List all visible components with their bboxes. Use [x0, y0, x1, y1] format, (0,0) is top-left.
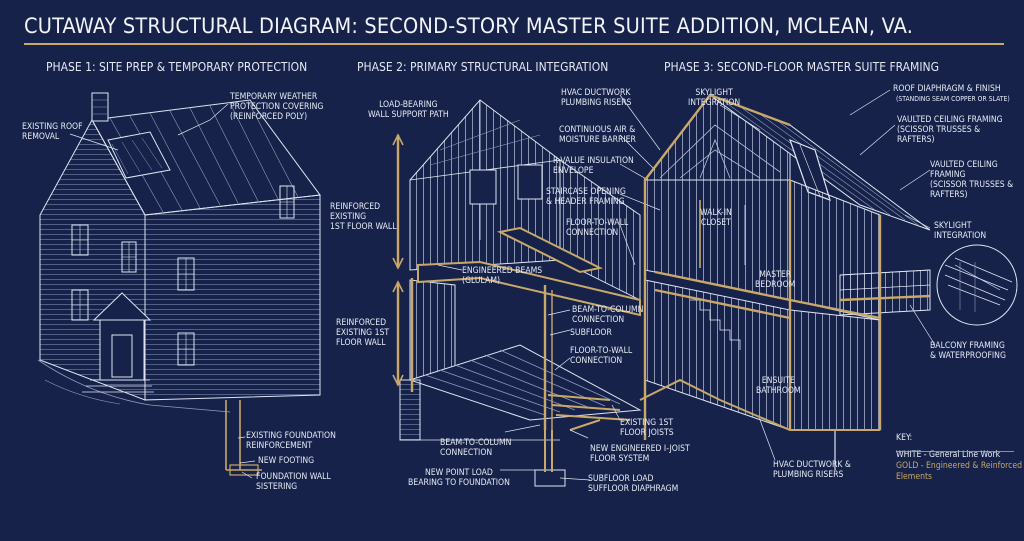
- label-insulation-envelope: R-VALUE INSULATION ENVELOPE: [553, 156, 634, 176]
- phase1-leaders: [69, 103, 256, 479]
- label-engineered-beams: ENGINEERED BEAMS (GLULAM): [462, 266, 543, 286]
- legend-white-entry: WHITE - General Line Work: [896, 450, 1001, 460]
- phase3-gold: [639, 93, 931, 440]
- phase3-leaders: [719, 89, 1001, 461]
- phase1-house: [37, 92, 321, 476]
- label-beam-to-column-upper: BEAM-TO-COLUMN CONNECTION: [572, 305, 644, 325]
- legend-divider: [896, 451, 1014, 452]
- label-walk-in-closet: WALK-IN CLOSET: [700, 208, 732, 228]
- label-ensuite-bathroom: ENSUITE BATHROOM: [756, 376, 801, 396]
- label-reinforced-existing-wall-upper: REINFORCED EXISTING 1ST FLOOR WALL: [330, 202, 397, 232]
- title-underline: [24, 43, 1004, 45]
- label-skylight-integration-top: SKYLIGHT INTEGRATION: [688, 88, 741, 108]
- label-hvac-plumbing-top: HVAC DUCTWORK PLUMBING RISERS: [561, 88, 632, 108]
- label-beam-to-column-lower: BEAM-TO-COLUMN CONNECTION: [440, 438, 512, 458]
- label-skylight-integration-side: SKYLIGHT INTEGRATION: [934, 221, 987, 241]
- label-existing-foundation-reinforcement: EXISTING FOUNDATION REINFORCEMENT: [246, 431, 336, 451]
- label-new-footing: NEW FOOTING: [258, 456, 315, 466]
- label-new-i-joist-system: NEW ENGINEERED I-JOIST FLOOR SYSTEM: [590, 444, 690, 464]
- label-foundation-wall-sistering: FOUNDATION WALL SISTERING: [256, 472, 331, 492]
- page-title: CUTAWAY STRUCTURAL DIAGRAM: SECOND-STORY…: [24, 14, 914, 39]
- label-reinforced-existing-wall-lower: REINFORCED EXISTING 1ST FLOOR WALL: [336, 318, 390, 348]
- label-floor-to-wall-upper: FLOOR-TO-WALL CONNECTION: [566, 218, 629, 238]
- label-vaulted-ceiling-framing-2: VAULTED CEILING FRAMING (SCISSOR TRUSSES…: [930, 160, 1014, 200]
- label-load-bearing-wall-support-path: LOAD-BEARING WALL SUPPORT PATH: [368, 100, 449, 120]
- label-air-moisture-barrier: CONTINUOUS AIR & MOISTURE BARRIER: [559, 125, 636, 145]
- label-existing-roof-removal: EXISTING ROOF REMOVAL: [22, 122, 83, 142]
- phase-1-heading: PHASE 1: SITE PREP & TEMPORARY PROTECTIO…: [46, 60, 308, 74]
- label-temporary-weather-protection: TEMPORARY WEATHER PROTECTION COVERING (R…: [230, 92, 324, 122]
- legend-gold-entry: GOLD - Engineered & Reinforced Elements: [896, 461, 1023, 482]
- legend-key: KEY: WHITE - General Line Work GOLD - En…: [896, 433, 1022, 483]
- label-floor-to-wall-lower: FLOOR-TO-WALL CONNECTION: [570, 346, 633, 366]
- label-subfloor-diaphragm: SUBFLOOR LOAD SUFFLOOR DIAPHRAGM: [588, 474, 679, 494]
- phase3-house: [643, 94, 1018, 470]
- label-vaulted-ceiling-framing-1: VAULTED CEILING FRAMING (SCISSOR TRUSSES…: [897, 115, 1003, 145]
- label-subfloor: SUBFLOOR: [570, 328, 612, 338]
- label-existing-floor-joists: EXISTING 1ST FLOOR JOISTS: [620, 418, 674, 438]
- phase-3-heading: PHASE 3: SECOND-FLOOR MASTER SUITE FRAMI…: [664, 60, 939, 74]
- label-staircase-header: STAIRCASE OPENING & HEADER FRAMING: [546, 187, 626, 207]
- phase2-gold: [392, 133, 641, 472]
- label-roof-diaphragm: ROOF DIAPHRAGM & FINISH: [893, 84, 1001, 94]
- label-balcony-framing: BALCONY FRAMING & WATERPROOFING: [930, 341, 1006, 361]
- legend-heading: KEY:: [896, 433, 913, 443]
- phase2-leaders: [437, 94, 661, 481]
- label-point-load-bearing: NEW POINT LOAD BEARING TO FOUNDATION: [408, 468, 510, 488]
- label-hvac-plumbing-bottom: HVAC DUCTWORK & PLUMBING RISERS: [773, 460, 851, 480]
- phase-2-heading: PHASE 2: PRIMARY STRUCTURAL INTEGRATION: [357, 60, 609, 74]
- label-master-bedroom: MASTER BEDROOM: [755, 270, 796, 290]
- label-roof-diaphragm-sub: (STANDING SEAM COPPER OR SLATE): [896, 95, 1010, 103]
